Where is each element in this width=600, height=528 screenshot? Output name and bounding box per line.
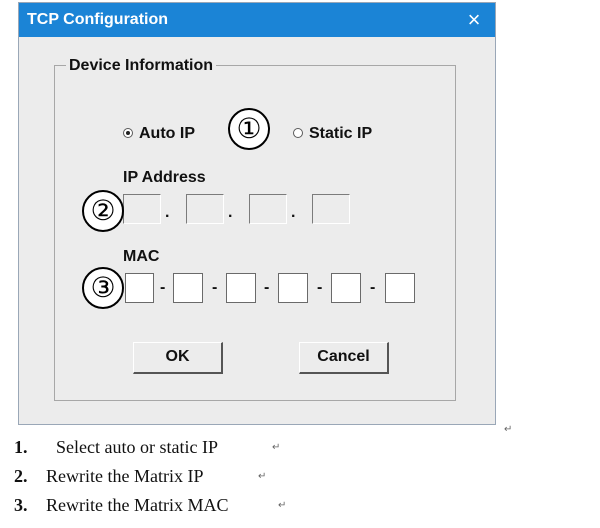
step-text: Rewrite the Matrix MAC bbox=[46, 495, 229, 515]
mac-separator: - bbox=[370, 279, 376, 296]
paragraph-return-icon: ↵ bbox=[258, 471, 267, 482]
cancel-button[interactable]: Cancel bbox=[299, 342, 389, 374]
radio-selected-icon bbox=[123, 128, 133, 138]
list-item: 3. Rewrite the Matrix MAC ↵ bbox=[14, 495, 334, 521]
ip-octet-2-field[interactable] bbox=[186, 194, 224, 224]
callout-marker-2: ② bbox=[82, 190, 124, 232]
radio-unselected-icon bbox=[293, 128, 303, 138]
mac-byte-3-field[interactable] bbox=[226, 273, 256, 303]
ip-octet-1-field[interactable] bbox=[123, 194, 161, 224]
dialog-title: TCP Configuration bbox=[27, 11, 169, 28]
ip-octet-3-field[interactable] bbox=[249, 194, 287, 224]
paragraph-return-icon: ↵ bbox=[504, 424, 513, 435]
paragraph-return-icon: ↵ bbox=[272, 442, 281, 453]
list-item: 2. Rewrite the Matrix IP ↵ bbox=[14, 466, 334, 492]
ip-separator: . bbox=[291, 204, 296, 221]
group-label: Device Information bbox=[66, 57, 217, 75]
mac-separator: - bbox=[160, 279, 166, 296]
callout-marker-1: ① bbox=[228, 108, 270, 150]
mac-byte-5-field[interactable] bbox=[331, 273, 361, 303]
step-number: 3. bbox=[14, 495, 28, 515]
mac-byte-1-field[interactable] bbox=[125, 273, 154, 303]
list-item: 1. Select auto or static IP ↵ bbox=[14, 437, 334, 463]
mac-byte-4-field[interactable] bbox=[278, 273, 308, 303]
static-ip-radio[interactable]: Static IP bbox=[293, 125, 393, 143]
callout-marker-3: ③ bbox=[82, 267, 124, 309]
mac-label: MAC bbox=[123, 248, 160, 265]
ip-separator: . bbox=[228, 204, 233, 221]
step-text: Rewrite the Matrix IP bbox=[46, 466, 204, 486]
mac-separator: - bbox=[317, 279, 323, 296]
step-text: Select auto or static IP bbox=[56, 437, 218, 457]
step-number: 2. bbox=[14, 466, 28, 486]
ip-octet-4-field[interactable] bbox=[312, 194, 350, 224]
paragraph-return-icon: ↵ bbox=[278, 500, 287, 511]
mac-separator: - bbox=[264, 279, 270, 296]
mac-byte-2-field[interactable] bbox=[173, 273, 203, 303]
title-bar: TCP Configuration × bbox=[19, 3, 495, 37]
mac-byte-6-field[interactable] bbox=[385, 273, 415, 303]
mac-separator: - bbox=[212, 279, 218, 296]
static-ip-label: Static IP bbox=[309, 125, 373, 142]
ok-button[interactable]: OK bbox=[133, 342, 223, 374]
step-number: 1. bbox=[14, 437, 28, 457]
auto-ip-radio[interactable]: Auto IP bbox=[123, 125, 213, 143]
auto-ip-label: Auto IP bbox=[139, 125, 195, 142]
ip-separator: . bbox=[165, 204, 170, 221]
device-information-group bbox=[54, 65, 456, 401]
tcp-configuration-dialog: TCP Configuration × Device Information A… bbox=[18, 2, 496, 425]
ip-address-label: IP Address bbox=[123, 169, 206, 186]
close-icon[interactable]: × bbox=[467, 7, 481, 32]
